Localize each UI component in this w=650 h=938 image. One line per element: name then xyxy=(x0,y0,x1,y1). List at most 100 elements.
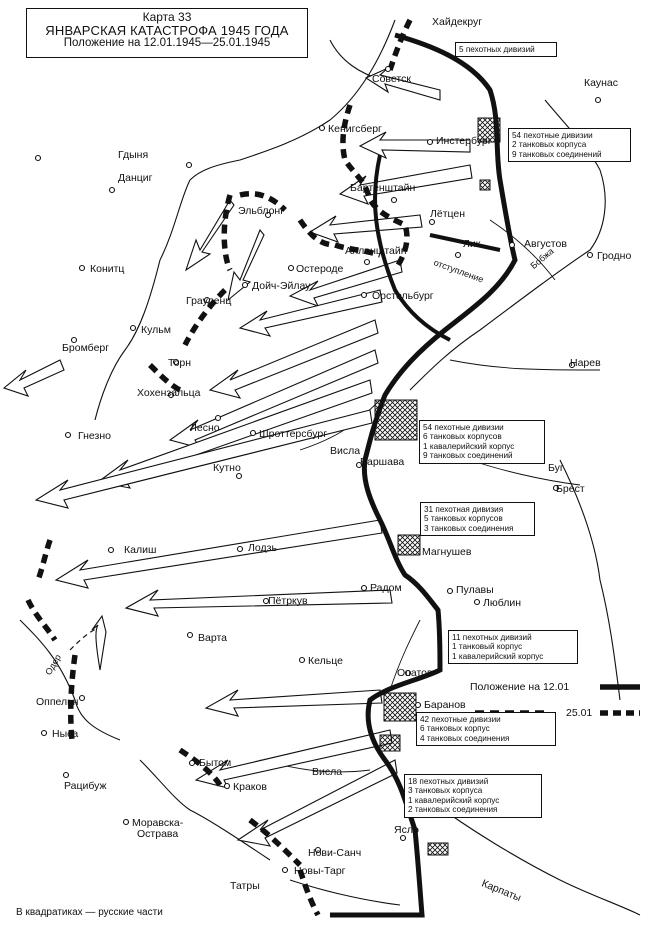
force-box-magnushev: 31 пехотная дивизия 5 танковых корпусов … xyxy=(420,502,535,537)
force-line: 54 пехотные дивизии xyxy=(512,131,593,140)
label-baranov: Баранов xyxy=(424,699,466,711)
force-line: 9 танковых соединений xyxy=(512,149,602,159)
map-period: Положение на 12.01.1945—25.01.1945 xyxy=(63,37,271,50)
front-line-2501 xyxy=(25,18,545,917)
map-number: Карта 33 xyxy=(142,10,192,24)
label-visla-north: Висла xyxy=(330,445,361,457)
front-line-lik xyxy=(429,233,501,252)
label-moravska-ostrava: Моравска- Острава xyxy=(132,817,184,840)
label-hohenzaltsa: Хохензальца xyxy=(137,387,201,399)
force-line: 9 танковых соединений xyxy=(423,451,513,461)
label-sovetsk: Советск xyxy=(372,73,411,85)
label-pulavy: Пулавы xyxy=(456,584,494,596)
force-line: 18 пехотных дивизий xyxy=(408,777,489,786)
force-line: 1 кавалерийский корпус xyxy=(452,651,544,661)
label-lik: Лик xyxy=(463,238,481,250)
label-krakov: Краков xyxy=(233,781,267,793)
label-grodno: Гродно xyxy=(597,250,632,262)
label-bartenshtayn: Бартенштайн xyxy=(350,182,416,194)
offensive-arrows xyxy=(2,67,473,847)
label-lettsen: Лётцен xyxy=(430,208,466,220)
force-box-baranow: 42 пехотные дивизии 6 танковых корпус 4 … xyxy=(416,712,556,747)
force-line: 1 кавалерийский корпус xyxy=(423,441,515,451)
force-line: 3 танковых соединения xyxy=(424,523,514,533)
label-varta: Варта xyxy=(198,632,227,644)
front-line-1201 xyxy=(330,32,518,918)
label-torn: Торн xyxy=(168,357,192,369)
title-box: Карта 33 ЯНВАРСКАЯ КАТАСТРОФА 1945 ГОДА … xyxy=(26,8,308,58)
force-line: 5 пехотных дивизий xyxy=(459,45,535,54)
label-osterode: Остероде xyxy=(296,263,344,275)
label-novy-targ: Новы-Тарг xyxy=(294,865,346,877)
label-kaunas: Каунас xyxy=(584,77,618,89)
label-keltse: Кельце xyxy=(308,655,343,667)
label-elblong: Эльблонг xyxy=(238,205,285,217)
oder-arrowhead xyxy=(91,614,107,671)
front-line-north-bend xyxy=(373,154,451,342)
force-line: 1 кавалерийский корпус xyxy=(408,795,500,805)
label-brest: Брест xyxy=(556,483,585,495)
force-line: 42 пехотные дивизии xyxy=(420,715,501,724)
label-visla-south: Висла xyxy=(312,766,343,778)
rivers xyxy=(259,219,601,773)
label-konits: Конитц xyxy=(90,263,125,275)
label-opatov: Опатов xyxy=(397,667,433,679)
label-pyotrkuv: Пётркув xyxy=(268,595,308,607)
label-bug: Буг xyxy=(548,462,564,474)
force-line: 2 танковых корпуса xyxy=(512,140,587,150)
force-box-pulawy: 11 пехотных дивизий 1 танковый корпус 1 … xyxy=(448,630,578,665)
force-line: 5 танковых корпусов xyxy=(424,514,503,524)
label-allenshtayn: Алленштайн xyxy=(345,245,407,257)
label-graudents: Грауденц xyxy=(186,295,232,307)
force-line: 31 пехотная дивизия xyxy=(424,505,504,514)
label-lesno: Лесно xyxy=(190,422,220,434)
force-line: 1 танковый корпус xyxy=(452,642,523,652)
label-insterburg: Инстербург xyxy=(436,135,492,147)
label-radom: Радом xyxy=(370,582,402,594)
label-kenigsberg: Кенигсберг xyxy=(328,123,382,135)
label-ratsibuzh: Рацибуж xyxy=(64,780,107,792)
force-box-north-top: 5 пехотных дивизий xyxy=(455,42,557,58)
force-line: 4 танковых соединения xyxy=(420,733,510,743)
legend-2501-label: 25.01 xyxy=(566,707,593,719)
label-gnezno: Гнезно xyxy=(78,430,111,442)
label-dantsig: Данциг xyxy=(118,172,153,184)
label-avgustov: Августов xyxy=(524,238,567,250)
force-line: 54 пехотные дивизии xyxy=(423,423,504,432)
label-bytom: Бытом xyxy=(199,757,232,769)
label-kalish: Калиш xyxy=(124,544,157,556)
label-narev: Нарев xyxy=(570,357,601,369)
force-line: 11 пехотных дивизий xyxy=(452,633,532,642)
label-varshava: Варшава xyxy=(360,456,405,468)
label-oppeln: Оппельн xyxy=(36,696,79,708)
label-gdynya: Гдыня xyxy=(118,149,149,161)
label-tatry: Татры xyxy=(230,880,260,892)
force-line: 3 танковых корпуса xyxy=(408,786,483,796)
label-kutno: Кутно xyxy=(213,462,241,474)
label-novi-sanch: Нови-Санч xyxy=(308,847,362,859)
soviet-units xyxy=(374,117,501,856)
label-doych-eylau: Дойч-Эйлау xyxy=(252,280,311,292)
label-magnushev: Магнушев xyxy=(422,546,472,558)
force-line: 6 танковых корпус xyxy=(420,724,490,734)
force-box-north-main: 54 пехотные дивизии 2 танковых корпуса 9… xyxy=(508,128,631,163)
label-shrottersburg: Шроттерсбург xyxy=(259,428,328,440)
label-lyublin: Люблин xyxy=(483,597,522,609)
legend-note: В квадратиках — русские части xyxy=(16,907,163,918)
label-yaslo: Ясло xyxy=(394,824,419,836)
label-bromberg: Бромберг xyxy=(62,342,110,354)
label-nysa: Ныса xyxy=(52,728,79,740)
label-kulm: Кульм xyxy=(141,324,171,336)
label-ortelsburg: Орстельбург xyxy=(372,290,434,302)
force-box-south: 18 пехотных дивизий 3 танковых корпуса 1… xyxy=(404,774,542,818)
city-markers xyxy=(34,65,602,874)
map-title: ЯНВАРСКАЯ КАТАСТРОФА 1945 ГОДА xyxy=(45,22,289,38)
legend-1201-label: Положение на 12.01 xyxy=(470,681,570,693)
label-haydekrug: Хайдекруг xyxy=(432,16,483,28)
force-box-warsaw: 54 пехотные дивизии 6 танковых корпусов … xyxy=(419,420,545,464)
label-lodz: Лодзь xyxy=(248,542,277,554)
force-line: 6 танковых корпусов xyxy=(423,432,502,442)
force-line: 2 танковых соединения xyxy=(408,805,498,815)
